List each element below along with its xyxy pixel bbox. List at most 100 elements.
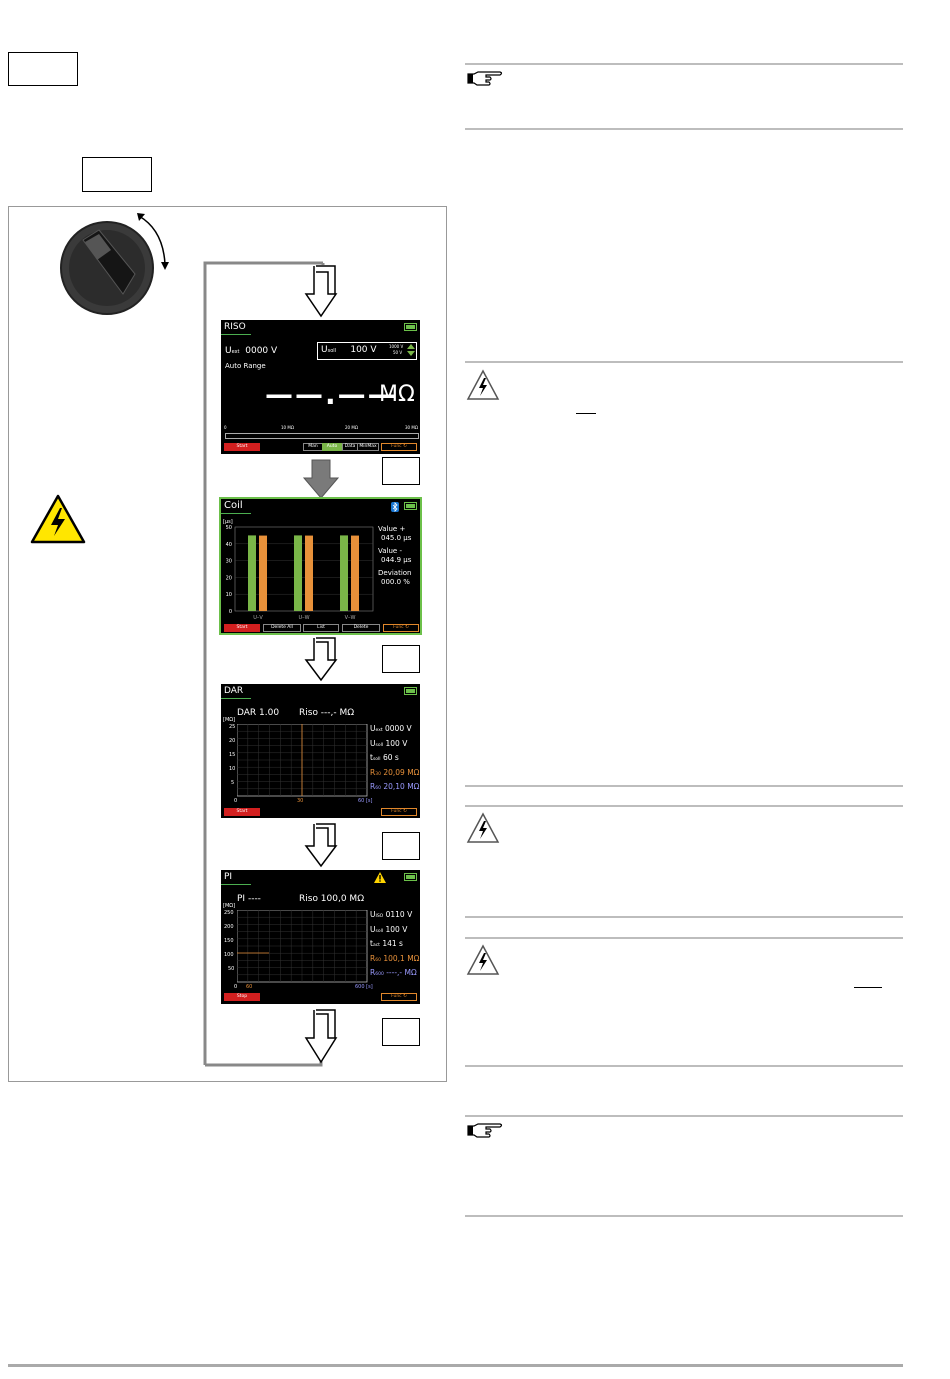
reading-row: R60 20,10 MΩ xyxy=(370,782,420,791)
bluetooth-icon xyxy=(391,502,399,512)
riso-reading: ——.—— xyxy=(265,378,398,411)
range-lo: 50 V xyxy=(393,350,403,355)
x-tick: 60 xyxy=(246,984,253,990)
bar xyxy=(305,535,313,611)
y-tick: 50 xyxy=(228,966,235,972)
func-button[interactable]: Func ↻ xyxy=(383,624,419,632)
data-button[interactable]: Data xyxy=(342,443,358,451)
bar xyxy=(294,535,302,611)
flow-arrow-2-gray xyxy=(302,459,340,499)
riso-reading-unit: MΩ xyxy=(379,382,415,407)
pi-title: PI xyxy=(224,872,233,882)
pi-grid xyxy=(237,910,368,983)
x-tick: 600 [s] xyxy=(355,984,373,990)
note-rule-2-bottom xyxy=(465,1215,903,1217)
up-down-arrows-icon xyxy=(407,344,415,356)
riso-scale-bar xyxy=(225,433,419,439)
reading-row: Usoll 100 V xyxy=(370,924,408,934)
auto-button[interactable]: Auto xyxy=(322,443,342,451)
riso-uset: Usoll 100 V xyxy=(321,345,377,355)
start-button[interactable]: Start xyxy=(224,443,260,451)
y-tick: 25 xyxy=(229,724,236,730)
reading-row: Uext 0000 V xyxy=(370,724,412,733)
deviation-label: Deviation xyxy=(378,569,412,577)
flow-arrow-4 xyxy=(304,823,338,868)
battery-icon xyxy=(404,502,417,510)
value-plus-label: Value + xyxy=(378,525,406,533)
y-tick: 15 xyxy=(229,752,236,758)
key-box-4 xyxy=(382,1018,420,1046)
x-tick-label: U–W xyxy=(298,615,309,621)
warning-rule-2b xyxy=(465,805,903,807)
man-button[interactable]: Man xyxy=(303,443,323,451)
delete-button[interactable]: Delete xyxy=(342,624,380,632)
reading-row: tsoll 60 s xyxy=(370,753,399,762)
y-tick: 100 xyxy=(224,952,234,958)
deviation: 000.0 % xyxy=(381,578,410,586)
x-tick-label: U–V xyxy=(253,615,263,621)
reading-row: Usoll 100 V xyxy=(370,738,408,748)
pi-header-right: Riso 100,0 MΩ xyxy=(299,894,365,904)
y-tick-label: 20 xyxy=(226,575,232,581)
underline-mark xyxy=(576,413,596,414)
y-tick-label: 30 xyxy=(226,559,232,565)
battery-icon xyxy=(404,873,417,881)
reading-row: R60 100,1 MΩ xyxy=(370,953,420,963)
x-tick: 0 xyxy=(234,798,238,804)
riso-title: RISO xyxy=(224,322,246,332)
func-button[interactable]: Func ↻ xyxy=(381,993,417,1001)
value-minus-label: Value - xyxy=(378,547,402,555)
lightning-warning-icon xyxy=(466,812,500,843)
reading-row: R30 20,09 MΩ xyxy=(370,767,420,777)
pointing-hand-icon xyxy=(467,71,503,86)
auto-range: Auto Range xyxy=(225,362,266,370)
start-button[interactable]: Start xyxy=(224,624,260,632)
coil-title: Coil xyxy=(224,500,243,511)
bar xyxy=(259,535,267,611)
high-voltage-warning-icon xyxy=(30,494,86,544)
key-box-3 xyxy=(382,832,420,860)
battery-icon xyxy=(404,323,417,331)
warning-icon xyxy=(374,872,386,883)
coil-yunit: [µs] xyxy=(223,519,233,525)
func-button[interactable]: Func ↻ xyxy=(381,808,417,816)
lightning-warning-icon xyxy=(466,944,500,975)
warning-rule-4 xyxy=(465,1065,903,1067)
bar xyxy=(340,535,348,611)
lightning-warning-icon xyxy=(466,369,500,400)
pointing-hand-icon xyxy=(467,1123,503,1138)
x-tick: 0 xyxy=(234,984,238,990)
riso-uext: Uext 0000 V xyxy=(225,346,278,356)
start-button[interactable]: Start xyxy=(224,808,260,816)
value-plus: 045.0 µs xyxy=(381,534,412,542)
pi-screen: PI PI ---- Riso 100,0 MΩ [MΩ] 250 200 15… xyxy=(221,870,420,1004)
y-tick: 5 xyxy=(231,780,235,786)
delete-all-button[interactable]: Delete All xyxy=(263,624,301,632)
dar-yunit: [MΩ] xyxy=(223,717,236,723)
riso-uset-box[interactable] xyxy=(317,342,417,360)
note-rule-top xyxy=(465,63,903,65)
x-tick: 30 xyxy=(297,798,304,804)
minmax-button[interactable]: MinMax xyxy=(357,443,379,451)
dar-title: DAR xyxy=(224,686,244,696)
stop-button[interactable]: Stop xyxy=(224,993,260,1001)
func-button[interactable]: Func ↻ xyxy=(381,443,417,451)
rotary-switch-icon xyxy=(60,213,169,315)
flow-arrow-3 xyxy=(304,637,338,682)
underline-mark xyxy=(854,987,882,988)
warning-rule-2a xyxy=(465,785,903,787)
reading-row: UISO 0110 V xyxy=(370,910,413,919)
dar-header-left: DAR 1.00 xyxy=(237,708,280,718)
scale-tick: 0 xyxy=(224,425,227,430)
y-tick-label: 40 xyxy=(226,542,232,548)
list-button[interactable]: List xyxy=(303,624,339,632)
bar xyxy=(248,535,256,611)
dar-grid xyxy=(237,724,368,797)
warning-rule-3b xyxy=(465,937,903,939)
note-rule-2-top xyxy=(465,1115,903,1117)
y-tick: 10 xyxy=(229,766,236,772)
dar-header-right: Riso ---,- MΩ xyxy=(299,708,355,718)
footer-rule xyxy=(8,1364,903,1367)
battery-icon xyxy=(404,687,417,695)
